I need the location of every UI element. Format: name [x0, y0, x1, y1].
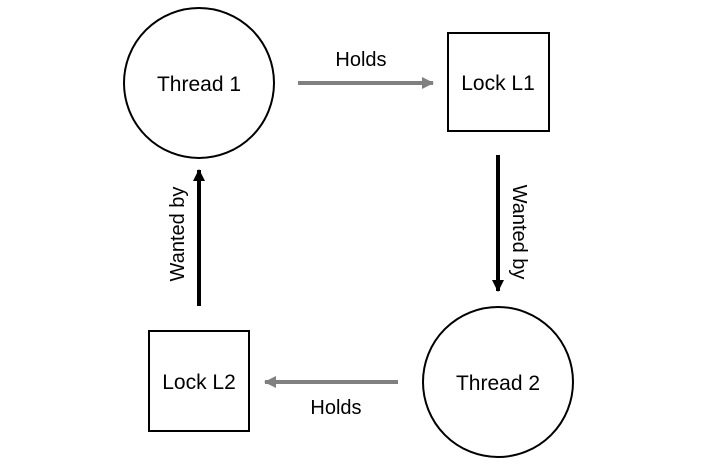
holds-label-bottom: Holds: [310, 397, 361, 419]
thread-2-label: Thread 2: [456, 372, 540, 395]
edge-lock-l2-wanted-by-thread1: Wanted by: [167, 169, 205, 306]
lock-l2-box: [148, 330, 250, 432]
wanted-by-label-left: Wanted by: [167, 187, 189, 282]
node-lock-l2: Lock L2: [148, 330, 250, 432]
node-thread-2: Thread 2: [422, 306, 574, 458]
lock-l1-label: Lock L1: [461, 72, 535, 95]
wanted-by-label-right: Wanted by: [508, 185, 530, 280]
edge-thread1-holds-lock-l1: Holds: [298, 49, 434, 89]
lock-l1-box: [447, 32, 550, 132]
node-thread-1: Thread 1: [123, 7, 275, 159]
lock-l2-label: Lock L2: [162, 371, 236, 394]
edge-thread2-holds-lock-l2: Holds: [264, 376, 398, 419]
thread-1-circle: [123, 7, 275, 159]
thread-1-label: Thread 1: [157, 73, 241, 96]
thread-2-circle: [422, 306, 574, 458]
holds-label-top: Holds: [335, 49, 386, 71]
node-lock-l1: Lock L1: [447, 32, 550, 132]
edge-lock-l1-wanted-by-thread2: Wanted by: [492, 155, 530, 292]
